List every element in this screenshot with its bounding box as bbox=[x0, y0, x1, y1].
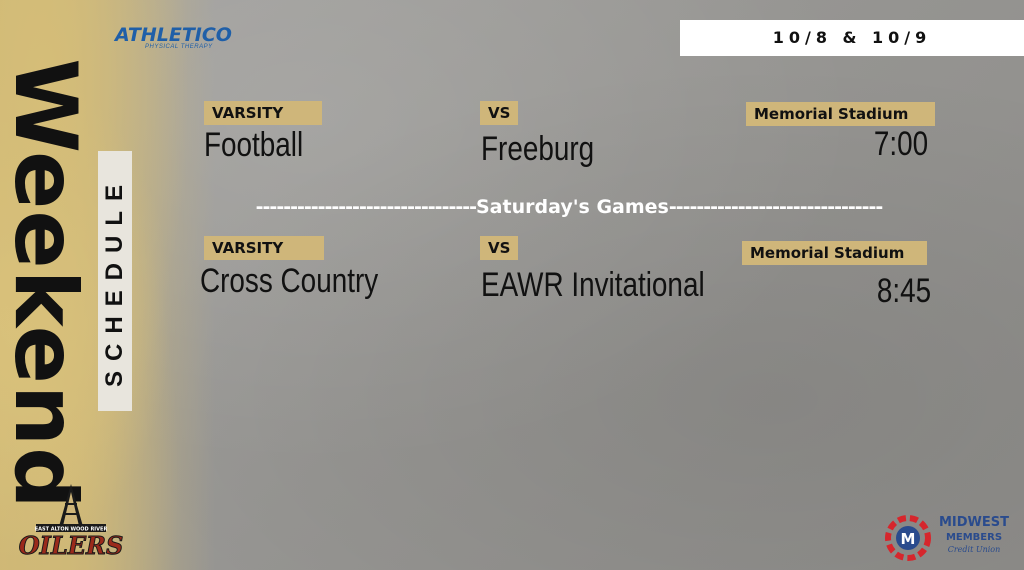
oilers-logo: EAST ALTON WOOD RIVER OILERS bbox=[18, 484, 124, 560]
date-range: 10/8 & 10/9 bbox=[680, 20, 1024, 56]
game1-sport: Football bbox=[204, 126, 304, 164]
midwest-line2: MEMBERS bbox=[946, 532, 1002, 543]
game1-level: VARSITY bbox=[204, 101, 322, 125]
game1-opponent: Freeburg bbox=[481, 130, 595, 168]
divider-dashes-left: -------------------------------- bbox=[255, 196, 477, 218]
midwest-members-logo: M MIDWEST MEMBERS Credit Union bbox=[885, 515, 1009, 561]
midwest-line3: Credit Union bbox=[948, 545, 1001, 554]
schedule-subtitle: SCHEDULE bbox=[98, 151, 132, 411]
oil-derrick-icon bbox=[58, 484, 84, 530]
game2-opponent: EAWR Invitational bbox=[481, 266, 705, 304]
athletico-sub: PHYSICAL THERAPY bbox=[145, 44, 213, 50]
game2-location: Memorial Stadium bbox=[742, 241, 927, 265]
svg-text:M: M bbox=[901, 530, 916, 548]
game1-time: 7:00 bbox=[873, 125, 928, 163]
oilers-top-text: EAST ALTON WOOD RIVER bbox=[35, 527, 108, 533]
athletico-logo: ATHLETICO PHYSICAL THERAPY bbox=[115, 24, 232, 50]
game2-sport: Cross Country bbox=[200, 262, 379, 300]
divider-label: Saturday's Games bbox=[476, 196, 669, 218]
weekend-title: Weekend bbox=[0, 58, 95, 510]
game1-vs: VS bbox=[480, 101, 518, 125]
credit-union-emblem-icon: M bbox=[885, 515, 931, 561]
game2-level: VARSITY bbox=[204, 236, 324, 260]
game1-location: Memorial Stadium bbox=[746, 102, 935, 126]
divider-dashes-right: ------------------------------- bbox=[668, 196, 883, 218]
game2-vs: VS bbox=[480, 236, 518, 260]
athletico-name: ATHLETICO bbox=[115, 24, 232, 46]
game2-time: 8:45 bbox=[876, 272, 931, 310]
saturday-divider: --------------------------------Saturday… bbox=[170, 196, 968, 218]
oilers-name: OILERS bbox=[19, 531, 124, 560]
midwest-line1: MIDWEST bbox=[939, 515, 1009, 530]
